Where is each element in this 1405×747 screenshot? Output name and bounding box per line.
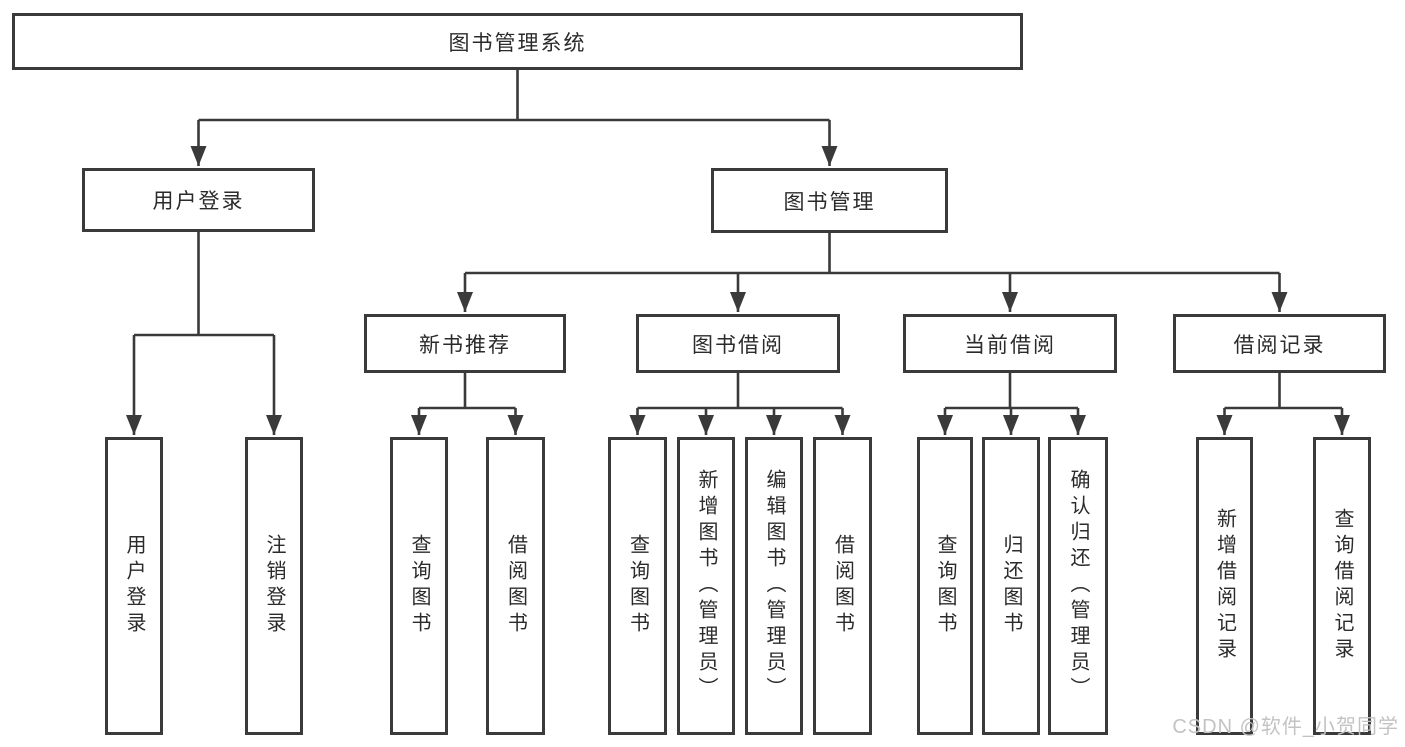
leaf-bb-edit-books-admin-label: 编辑图书（管理员） xyxy=(763,469,785,703)
leaf-br-query-record-label: 查询借阅记录 xyxy=(1331,508,1353,664)
node-current-borrowing-label: 当前借阅 xyxy=(964,333,1056,357)
node-new-book-recommendation: 新书推荐 xyxy=(364,314,566,373)
node-user-login: 用户登录 xyxy=(82,168,315,232)
leaf-cb-confirm-return-admin-label: 确认归还（管理员） xyxy=(1067,469,1089,703)
leaf-bb-add-books-admin-label: 新增图书（管理员） xyxy=(695,469,717,703)
node-root: 图书管理系统 xyxy=(12,13,1023,70)
leaf-bb-query-books: 查询图书 xyxy=(608,437,667,735)
leaf-logout: 注销登录 xyxy=(245,437,303,735)
leaf-bb-edit-books-admin: 编辑图书（管理员） xyxy=(745,437,803,735)
leaf-br-query-record: 查询借阅记录 xyxy=(1313,437,1371,735)
node-new-book-recommendation-label: 新书推荐 xyxy=(419,333,511,357)
leaf-cb-query-books: 查询图书 xyxy=(917,437,973,735)
leaf-logout-label: 注销登录 xyxy=(263,534,285,638)
node-current-borrowing: 当前借阅 xyxy=(903,314,1117,373)
leaf-user-login: 用户登录 xyxy=(105,437,163,735)
node-book-borrowing-label: 图书借阅 xyxy=(692,333,784,357)
leaf-bb-borrow-books-label: 借阅图书 xyxy=(831,534,854,638)
leaf-user-login-label: 用户登录 xyxy=(123,534,145,638)
node-user-login-label: 用户登录 xyxy=(152,190,245,213)
node-book-borrowing: 图书借阅 xyxy=(636,314,840,373)
leaf-bb-add-books-admin: 新增图书（管理员） xyxy=(677,437,735,735)
leaf-cb-return-books-label: 归还图书 xyxy=(1000,534,1022,638)
node-borrowing-records: 借阅记录 xyxy=(1173,314,1386,373)
leaf-nbr-borrow-books-label: 借阅图书 xyxy=(504,534,527,638)
node-borrowing-records-label: 借阅记录 xyxy=(1233,333,1326,357)
leaf-bb-borrow-books: 借阅图书 xyxy=(813,437,872,735)
leaf-cb-confirm-return-admin: 确认归还（管理员） xyxy=(1048,437,1108,735)
leaf-nbr-query-books: 查询图书 xyxy=(390,437,448,735)
leaf-nbr-borrow-books: 借阅图书 xyxy=(486,437,545,735)
leaf-cb-query-books-label: 查询图书 xyxy=(934,534,956,638)
node-root-label: 图书管理系统 xyxy=(448,31,587,55)
leaf-br-add-record: 新增借阅记录 xyxy=(1196,437,1253,735)
leaf-br-add-record-label: 新增借阅记录 xyxy=(1213,508,1236,664)
leaf-bb-query-books-label: 查询图书 xyxy=(626,534,649,638)
leaf-nbr-query-books-label: 查询图书 xyxy=(408,534,430,638)
node-book-management: 图书管理 xyxy=(711,168,948,233)
leaf-cb-return-books: 归还图书 xyxy=(982,437,1040,735)
node-book-management-label: 图书管理 xyxy=(783,190,876,214)
